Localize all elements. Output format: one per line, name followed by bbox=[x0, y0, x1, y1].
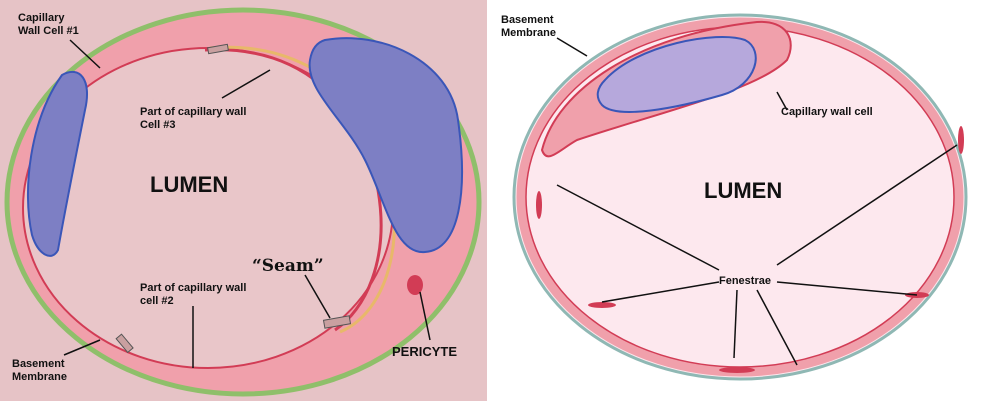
label-cell-1: Capillary Wall Cell #1 bbox=[18, 12, 79, 38]
right-capillary-wall-cell-label: Capillary wall cell bbox=[781, 106, 873, 119]
right-label-basement-line1: Basement bbox=[501, 14, 556, 27]
label-cell-3-line2: Cell #3 bbox=[140, 119, 246, 132]
seam-label: “Seam” bbox=[252, 256, 324, 276]
fenestra-lower-left bbox=[588, 302, 616, 308]
label-basement-left-line1: Basement bbox=[12, 358, 67, 371]
label-cell-2: Part of capillary wall cell #2 bbox=[140, 282, 246, 308]
label-cell-2-line1: Part of capillary wall bbox=[140, 282, 246, 295]
fenestra-left bbox=[536, 191, 542, 219]
pointer-right-basement bbox=[557, 38, 587, 56]
fenestrae-label: Fenestrae bbox=[719, 275, 771, 288]
right-lumen-label: LUMEN bbox=[704, 178, 782, 204]
left-lumen-label: LUMEN bbox=[150, 172, 228, 198]
label-basement-left-line2: Membrane bbox=[12, 371, 67, 384]
label-cell-2-line2: cell #2 bbox=[140, 295, 246, 308]
label-cell-3: Part of capillary wall Cell #3 bbox=[140, 106, 246, 132]
continuous-capillary-illustration bbox=[0, 0, 487, 401]
right-label-basement: Basement Membrane bbox=[501, 14, 556, 40]
label-cell-3-line1: Part of capillary wall bbox=[140, 106, 246, 119]
fenestra-bottom bbox=[719, 367, 755, 373]
right-label-basement-line2: Membrane bbox=[501, 27, 556, 40]
right-diagram-panel: Basement Membrane Capillary wall cell LU… bbox=[487, 0, 987, 401]
label-cell-1-line2: Wall Cell #1 bbox=[18, 25, 79, 38]
label-cell-1-line1: Capillary bbox=[18, 12, 79, 25]
pericyte-label: PERICYTE bbox=[392, 344, 457, 359]
fenestra-right bbox=[958, 126, 964, 154]
label-basement-left: Basement Membrane bbox=[12, 358, 67, 384]
left-diagram-panel: Capillary Wall Cell #1 Part of capillary… bbox=[0, 0, 487, 401]
